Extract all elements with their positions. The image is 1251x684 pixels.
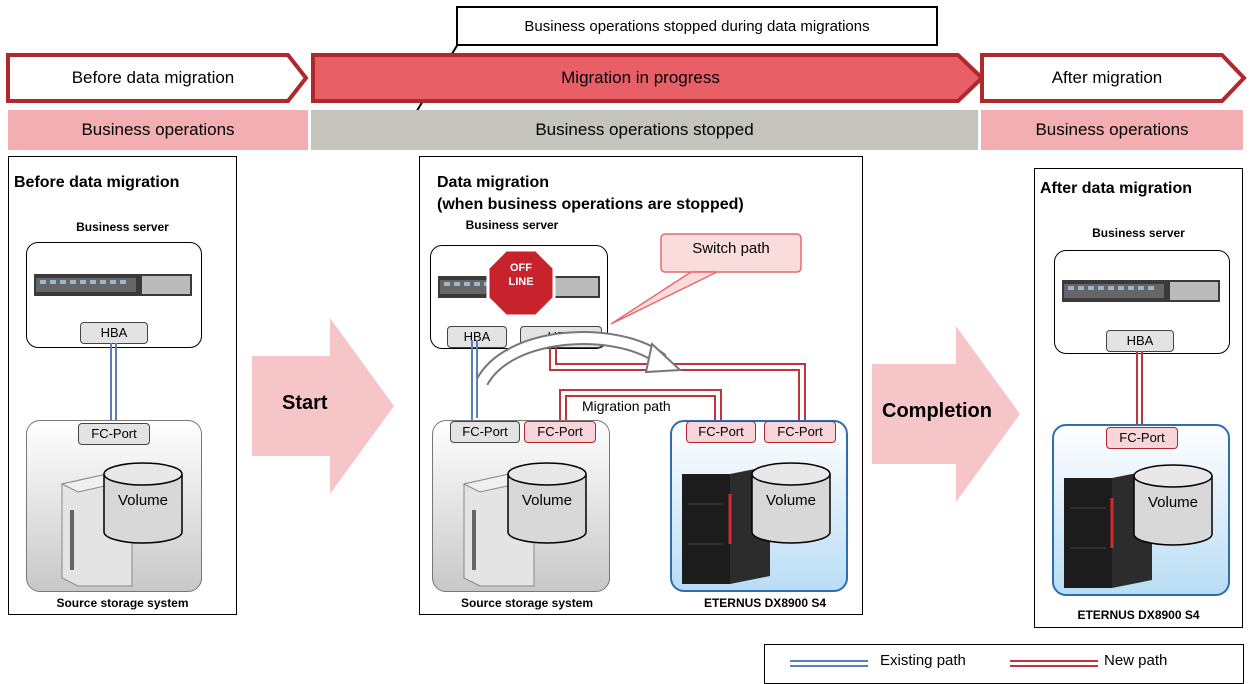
left-fc-port: FC-Port — [78, 423, 150, 445]
clipped-header — [0, 0, 450, 6]
panel-before-title: Before data migration — [14, 174, 180, 191]
mid-dst-fc-port-2: FC-Port — [764, 421, 836, 443]
left-server-label: Business server — [76, 220, 169, 234]
legend-existing-line — [790, 660, 868, 667]
completion-label: Completion — [882, 400, 992, 422]
panel-after-title: After data migration — [1040, 180, 1193, 197]
phase-during-arrow — [311, 53, 985, 103]
mid-dst-volume-icon — [751, 462, 831, 544]
switch-path-callout — [610, 233, 802, 325]
right-new-path — [1136, 351, 1143, 431]
mid-server-label: Business server — [465, 218, 559, 232]
right-volume-label: Volume — [1147, 494, 1199, 511]
right-fc-port: FC-Port — [1106, 427, 1178, 449]
offline-text-1: OFF — [510, 262, 532, 274]
right-volume-icon — [1133, 464, 1213, 546]
left-storage-label: Source storage system — [56, 596, 189, 610]
switch-path-label: Switch path — [692, 240, 770, 257]
mid-dst-storage-label: ETERNUS DX8900 S4 — [703, 596, 827, 610]
phase-after-arrow — [980, 53, 1247, 103]
right-server-label: Business server — [1092, 226, 1185, 240]
phase-arrows — [6, 53, 1247, 103]
right-hba: HBA — [1106, 330, 1174, 352]
legend-existing-label: Existing path — [880, 652, 966, 669]
legend-new-line — [1010, 660, 1098, 667]
start-arrow — [252, 318, 394, 494]
band-after: Business operations — [981, 110, 1243, 150]
offline-stop-icon — [486, 248, 556, 318]
left-rack-server-icon — [34, 274, 192, 296]
band-before: Business operations — [8, 110, 308, 150]
mid-src-volume-label: Volume — [521, 492, 573, 509]
panel-during-title-1: Data migration — [437, 174, 550, 191]
mid-src-fc-port-1: FC-Port — [450, 421, 520, 443]
mid-dst-fc-port-1: FC-Port — [686, 421, 756, 443]
legend-new-label: New path — [1104, 652, 1168, 669]
left-hba: HBA — [80, 322, 148, 344]
mid-src-fc-port-2: FC-Port — [524, 421, 596, 443]
panel-during-title-2: (when business operations are stopped) — [437, 196, 744, 213]
mid-eternus-icon — [682, 466, 770, 584]
completion-arrow — [872, 326, 1020, 502]
right-rack-server-icon — [1062, 280, 1220, 302]
switch-curve-arrow — [475, 331, 683, 386]
band-during: Business operations stopped — [311, 110, 978, 150]
mid-dst-volume-label: Volume — [765, 492, 817, 509]
left-existing-path — [110, 343, 117, 423]
mid-src-volume-icon — [507, 462, 587, 544]
phase-before-arrow — [6, 53, 309, 103]
right-storage-label: ETERNUS DX8900 S4 — [1077, 608, 1200, 622]
phase-after-label: After migration — [1051, 68, 1163, 87]
left-volume-label: Volume — [117, 492, 169, 509]
left-volume-icon — [103, 462, 183, 544]
mid-src-storage-label: Source storage system — [460, 596, 594, 610]
start-label: Start — [282, 392, 328, 414]
phase-during-label: Migration in progress — [561, 68, 720, 87]
migration-path-label: Migration path — [582, 398, 671, 414]
offline-text-2: LINE — [508, 276, 534, 288]
phase-before-label: Before data migration — [71, 68, 235, 87]
stop-callout: Business operations stopped during data … — [456, 6, 938, 46]
